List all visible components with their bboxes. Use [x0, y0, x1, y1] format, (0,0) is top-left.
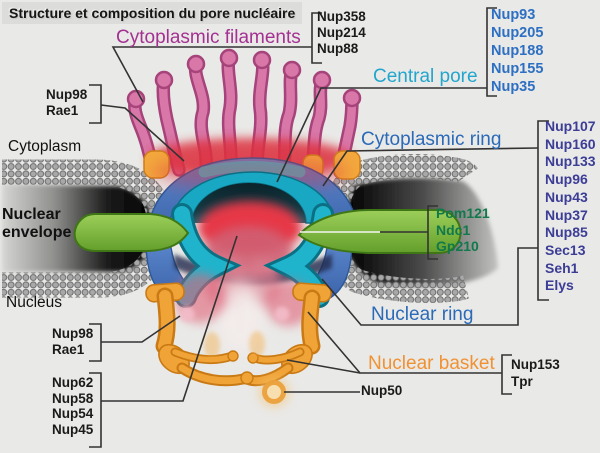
label-cytoplasm: Cytoplasm	[8, 138, 82, 155]
label-nuclear-basket: Nuclear basket	[368, 353, 495, 374]
protein-item: Nup214	[317, 25, 366, 40]
brackets	[89, 7, 549, 448]
protein-item: Nup54	[52, 406, 94, 422]
protein-item: Nup85	[545, 224, 588, 241]
bracket-nup62-group	[89, 372, 102, 448]
protein-item: Rae1	[46, 103, 79, 118]
connector-nup98-cytoplasmic	[100, 104, 185, 162]
protein-item: Nup62	[52, 375, 94, 390]
transmembrane-anchor-left	[73, 213, 190, 252]
protein-item: Nup43	[545, 188, 588, 205]
protein-item: Nup98	[46, 87, 88, 102]
connector-nuclear-ring	[321, 247, 538, 326]
protein-item: Nup88	[317, 41, 359, 56]
protein-item: Nup160	[545, 135, 596, 152]
bracket-filament-nups	[311, 12, 322, 64]
label-nuclear-envelope-line2: envelope	[2, 223, 72, 241]
figure-title: Structure et composition du pore nucléai…	[2, 2, 303, 24]
connector-central-pore	[276, 87, 487, 183]
protein-item: Seh1	[545, 259, 579, 276]
bracket-y-complex-nups	[537, 120, 549, 301]
label-nucleus: Nucleus	[6, 294, 62, 311]
connector-lines	[100, 46, 539, 402]
bracket-central-pore-nups	[486, 7, 497, 97]
protein-item: Nup37	[545, 206, 588, 223]
protein-item: Sec13	[545, 241, 586, 258]
protein-item: Rae1	[52, 341, 85, 357]
label-nuclear-envelope: Nuclear envelope	[2, 206, 71, 241]
protein-item: Gp210	[436, 238, 479, 254]
protein-item: Nup96	[545, 171, 588, 188]
bracket-nup98-nuclear	[89, 323, 102, 362]
protein-item: Nup205	[491, 25, 544, 41]
label-nuclear-envelope-line1: Nuclear	[2, 206, 61, 223]
label-nuclear-ring: Nuclear ring	[371, 304, 474, 325]
protein-item: Nup155	[491, 61, 544, 77]
protein-item: Tpr	[511, 374, 533, 389]
label-nup50: Nup50	[361, 383, 403, 398]
protein-item: Nup35	[491, 79, 536, 95]
protein-item: Ndc1	[436, 221, 471, 238]
connector-cytoplasmic-filaments	[111, 46, 312, 103]
protein-item: Pom121	[436, 205, 490, 221]
connector-nup98-nuclear	[101, 315, 181, 343]
protein-item: Nup98	[52, 326, 94, 341]
bracket-basket-nups	[501, 354, 512, 395]
label-cytoplasmic-filaments: Cytoplasmic filaments	[116, 27, 301, 48]
label-central-pore: Central pore	[373, 66, 478, 87]
protein-item: Nup358	[317, 9, 366, 24]
protein-item: Nup107	[545, 118, 596, 134]
nuclear-basket-shape	[145, 282, 332, 387]
protein-item: Nup58	[52, 390, 94, 406]
label-cytoplasmic-ring: Cytoplasmic ring	[361, 129, 502, 150]
protein-item: Elys	[545, 277, 574, 294]
protein-item: Nup93	[491, 7, 536, 23]
protein-item: Nup153	[511, 357, 560, 372]
connector-nup62-group	[101, 235, 238, 402]
protein-item: Nup133	[545, 153, 596, 170]
connector-nuclear-basket-2	[286, 359, 361, 374]
connector-cytoplasmic-ring	[322, 147, 539, 187]
bracket-transmembrane-nups	[427, 205, 438, 260]
bracket-nup98-cytoplasmic	[89, 84, 102, 124]
nup50-granule	[259, 377, 289, 407]
protein-item: Nup188	[491, 43, 544, 59]
protein-item: Nup45	[52, 421, 94, 437]
